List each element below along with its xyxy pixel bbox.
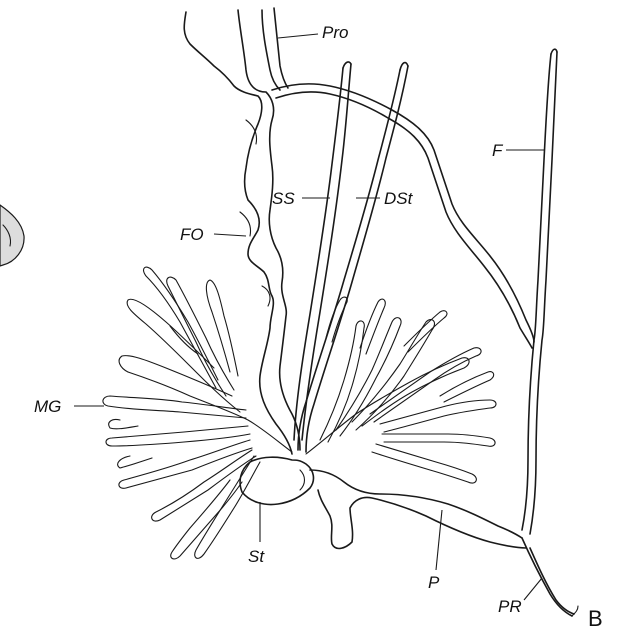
label-pr: PR bbox=[498, 578, 542, 616]
label-fo-text: FO bbox=[180, 225, 204, 244]
label-pro-text: Pro bbox=[322, 23, 348, 42]
adjacent-panel-fragment bbox=[0, 205, 24, 266]
label-st-text: St bbox=[248, 547, 265, 566]
label-f-text: F bbox=[492, 141, 504, 160]
penis-p bbox=[310, 470, 526, 548]
label-dst: DSt bbox=[356, 189, 414, 208]
label-ss-text: SS bbox=[272, 189, 295, 208]
label-p-text: P bbox=[428, 573, 440, 592]
label-pro: Pro bbox=[278, 23, 348, 42]
label-pr-text: PR bbox=[498, 597, 522, 616]
body-st bbox=[240, 457, 313, 504]
label-ss: SS bbox=[272, 189, 330, 208]
label-fo: FO bbox=[180, 225, 246, 244]
label-dst-text: DSt bbox=[384, 189, 414, 208]
mucus-gland-right bbox=[306, 297, 496, 483]
spermathecal-duct-dst bbox=[298, 63, 408, 452]
mucus-gland-left bbox=[103, 267, 292, 559]
retractor-pr bbox=[522, 538, 578, 616]
prostate-duct-pro bbox=[262, 8, 288, 90]
label-st: St bbox=[248, 502, 265, 566]
panel-letter: B bbox=[588, 606, 603, 631]
flagellum-f bbox=[522, 49, 557, 534]
label-f: F bbox=[492, 141, 544, 160]
label-mg: MG bbox=[34, 397, 104, 416]
label-mg-text: MG bbox=[34, 397, 61, 416]
